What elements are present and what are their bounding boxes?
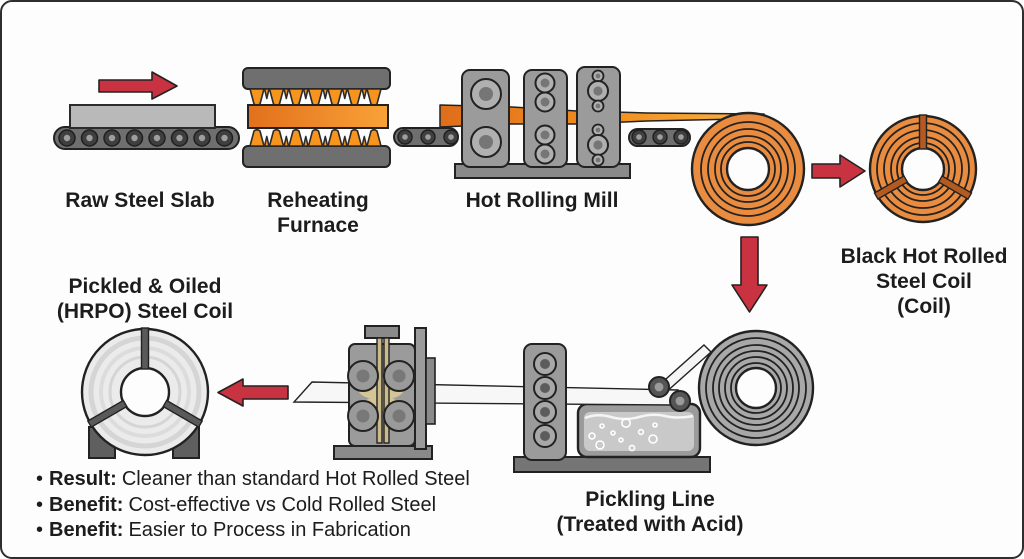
hot-coil-graphic	[690, 111, 806, 227]
oiler-graphic	[333, 325, 436, 460]
gray-coil-graphic	[697, 329, 815, 447]
note-text: Cleaner than standard Hot Rolled Steel	[121, 468, 470, 490]
raw-steel-slab-label: Raw Steel Slab	[65, 189, 215, 212]
black-coil-label-line3: (Coil)	[897, 295, 951, 318]
pickling-line-graphic	[292, 329, 815, 473]
flames-bottom	[249, 128, 382, 147]
pickling-line-label-line2: (Treated with Acid)	[556, 513, 744, 536]
steel-slab	[69, 104, 216, 129]
conveyor-after-mill	[628, 128, 691, 147]
conveyor-rollers	[58, 129, 234, 147]
black-coil-graphic	[868, 114, 978, 224]
bullet-icon: •	[36, 493, 44, 516]
reheating-furnace-label: Reheating Furnace	[218, 188, 418, 238]
acid-tank	[576, 402, 702, 459]
guide-rollers	[648, 376, 691, 412]
arrow-down-icon	[731, 236, 768, 313]
black-coil-label-line1: Black Hot Rolled	[840, 245, 1008, 268]
flames-top	[249, 88, 382, 107]
hot-rolling-mill-graphic	[454, 66, 631, 179]
note-text: Cost-effective vs Cold Rolled Steel	[128, 493, 437, 516]
acid-bubbles	[588, 417, 658, 452]
press-screws	[376, 337, 390, 444]
reheating-furnace-label-line1: Reheating	[267, 189, 369, 212]
coil-straps	[873, 114, 973, 200]
pickled-coil-label: Pickled & Oiled (HRPO) Steel Coil	[30, 274, 260, 324]
pickling-line-label-line1: Pickling Line	[585, 488, 715, 511]
arrow-right-icon	[98, 71, 178, 100]
black-coil-label: Black Hot Rolled Steel Coil (Coil)	[824, 244, 1022, 319]
benefits-notes: •Result:Cleaner than standard Hot Rolled…	[32, 467, 470, 544]
arrow-left-icon	[217, 378, 289, 407]
note-prefix: Benefit:	[49, 493, 124, 516]
bullet-icon: •	[36, 468, 44, 490]
arrow-right-icon	[811, 154, 866, 188]
bullet-icon: •	[36, 519, 44, 541]
reheating-furnace-label-line2: Furnace	[277, 214, 359, 237]
raw-steel-slab-graphic	[53, 104, 240, 150]
note-text: Easier to Process in Fabrication	[128, 519, 411, 541]
mill-stand-2	[523, 69, 568, 168]
coil-straps	[86, 327, 204, 428]
black-coil-label-line2: Steel Coil	[876, 270, 972, 293]
pickled-coil-graphic	[80, 327, 210, 459]
flow-arrows	[98, 71, 866, 407]
oiler-rollers	[347, 360, 415, 432]
reheating-furnace-graphic	[242, 67, 391, 168]
note-benefit-1: •Benefit:Cost-effective vs Cold Rolled S…	[32, 493, 470, 519]
hot-rolling-mill-label: Hot Rolling Mill	[465, 189, 619, 212]
mill-stand-1	[461, 69, 510, 168]
note-benefit-2: •Benefit:Easier to Process in Fabricatio…	[32, 518, 470, 544]
pickling-line-label: Pickling Line (Treated with Acid)	[550, 487, 750, 537]
pickled-coil-label-line1: Pickled & Oiled	[68, 275, 222, 298]
note-prefix: Result:	[49, 468, 117, 490]
pickling-roller-stand	[523, 343, 567, 461]
pickled-coil-label-line2: (HRPO) Steel Coil	[56, 300, 234, 323]
mill-stand-3	[576, 66, 621, 168]
note-result: •Result:Cleaner than standard Hot Rolled…	[32, 467, 470, 493]
hot-slab	[247, 104, 389, 129]
conveyor-before-mill	[393, 127, 459, 147]
note-prefix: Benefit:	[49, 519, 124, 541]
